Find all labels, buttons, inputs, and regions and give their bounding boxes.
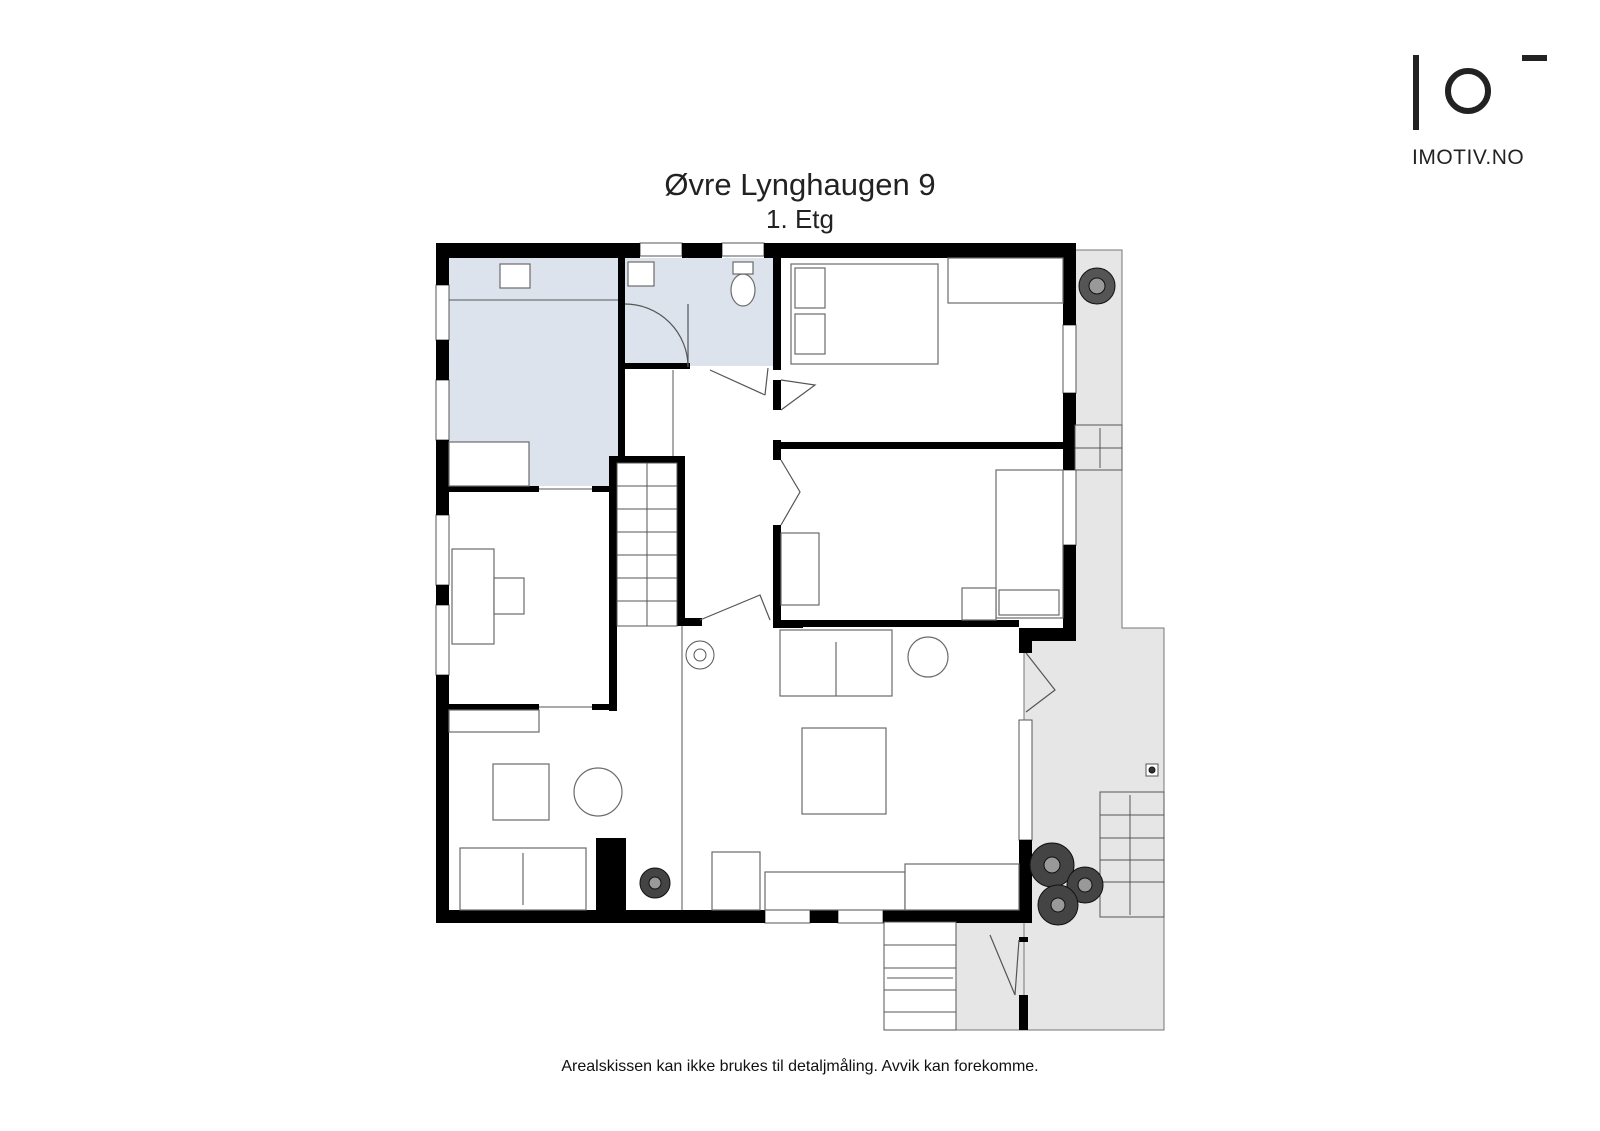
room-lines	[449, 299, 683, 910]
round-table-2	[907, 636, 949, 678]
armchair-2	[711, 851, 761, 911]
stairs	[616, 424, 1165, 1031]
entrance-door	[989, 934, 1020, 996]
shower-door	[624, 303, 689, 368]
office-chair	[493, 577, 525, 615]
nightstand	[961, 587, 997, 621]
bedroom1-door	[780, 379, 817, 411]
bedroom2-door	[780, 459, 801, 526]
armchair-square	[492, 763, 550, 821]
sink	[499, 263, 531, 289]
floor-label: 1. Etg	[766, 204, 834, 234]
bath-cabinet	[448, 441, 530, 487]
shelf	[448, 709, 540, 733]
wc-sink	[627, 261, 655, 287]
toilet	[730, 273, 756, 307]
tv-bench	[764, 871, 906, 911]
wc-door	[709, 367, 769, 396]
logo-label: IMOTIV.NO	[1412, 146, 1525, 169]
wardrobe-1	[947, 257, 1064, 304]
bedroom-desk	[780, 532, 820, 606]
plants	[639, 267, 1159, 926]
imotiv-logo: IMOTIV.NO	[1400, 48, 1550, 178]
furniture	[448, 257, 1064, 911]
plant-icon	[1145, 763, 1159, 777]
plant-icon	[639, 867, 671, 899]
coffee-table	[801, 727, 887, 815]
doors	[624, 303, 1056, 996]
round-table-1	[573, 767, 623, 817]
plant-icon	[1078, 267, 1116, 305]
imotiv-logo-mark	[1413, 55, 1547, 130]
hall-door	[699, 594, 771, 621]
office-desk	[451, 548, 495, 645]
plant-icon	[1029, 842, 1075, 888]
disclaimer: Arealskissen kan ikke brukes til detaljm…	[561, 1058, 1039, 1075]
plant-icon	[1037, 884, 1079, 926]
terrace-door	[1025, 652, 1056, 713]
plant-icon	[685, 640, 715, 670]
plan-header: Øvre Lynghaugen 9 1. Etg	[0, 166, 1600, 234]
plan-title: Øvre Lynghaugen 9	[664, 167, 936, 202]
sideboard	[904, 863, 1020, 911]
walls	[436, 243, 1076, 1030]
plant-icon	[1066, 866, 1104, 904]
